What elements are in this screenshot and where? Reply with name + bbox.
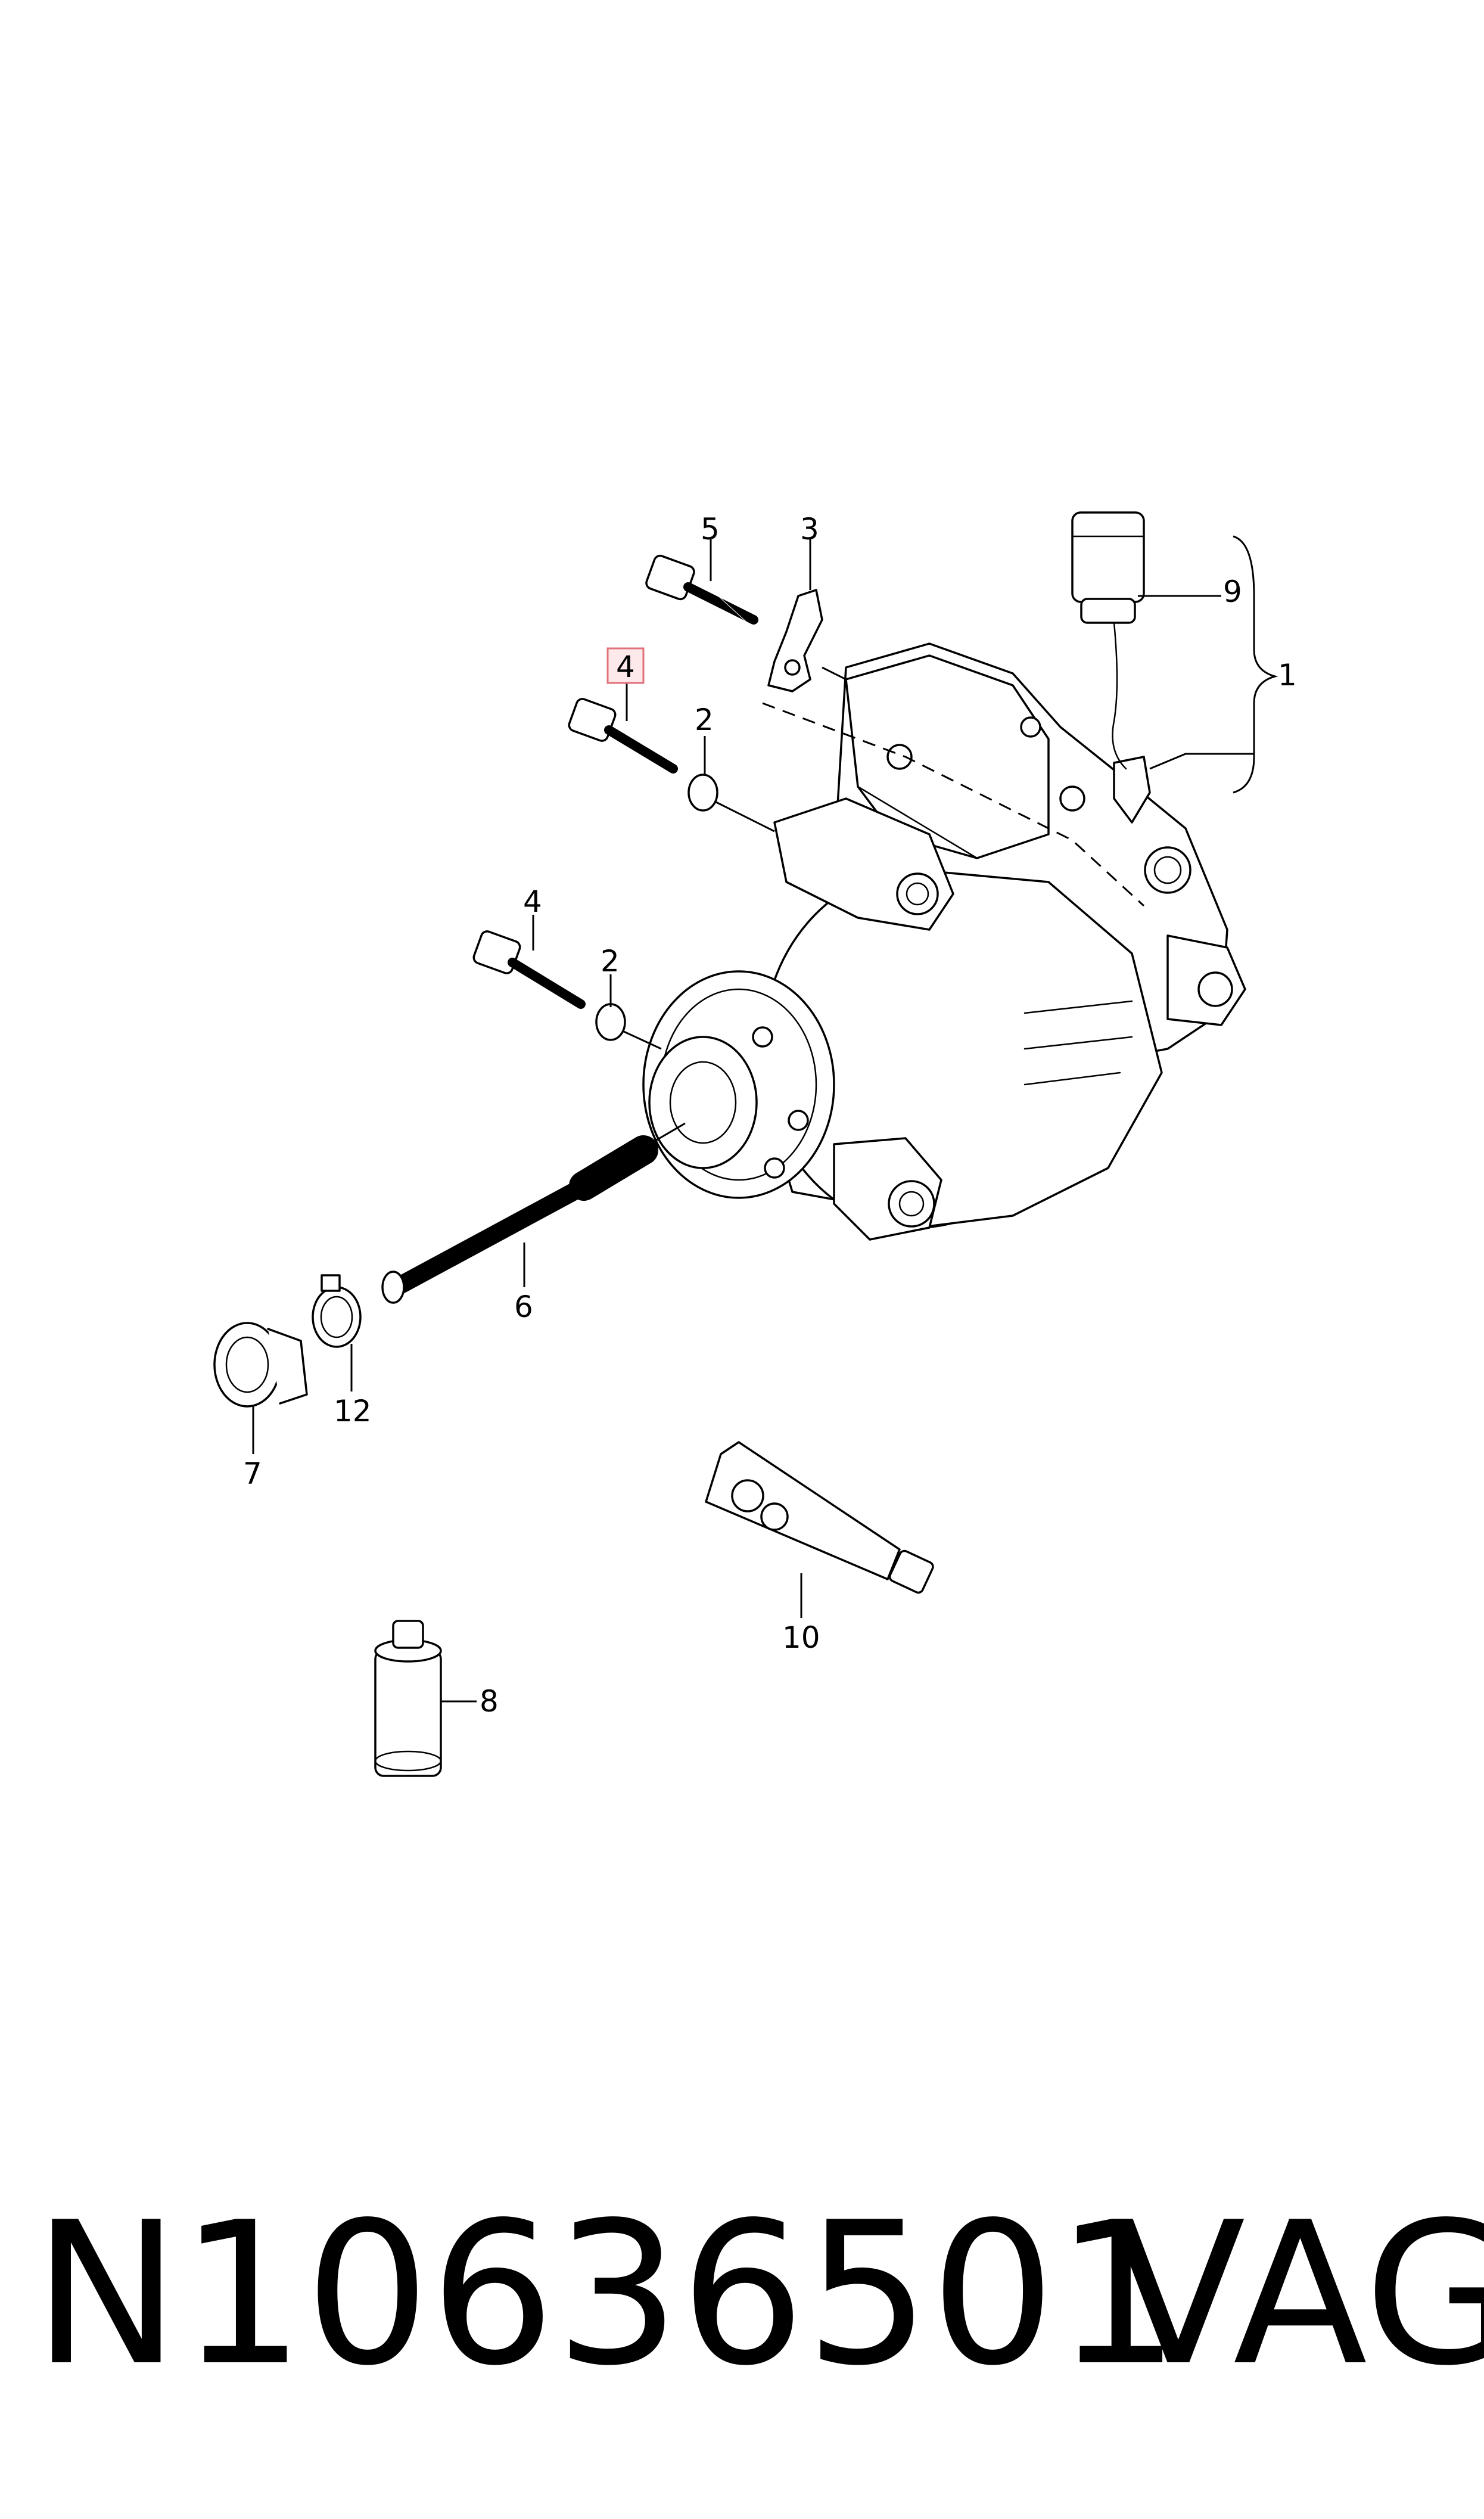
dust-cap [213, 1322, 308, 1408]
bolt-5 [645, 554, 758, 626]
callout-4-lower: 4 [523, 884, 542, 919]
bushing-2-upper [687, 774, 775, 833]
leader-lines [252, 535, 1278, 1703]
bolt-4-lower [472, 930, 586, 1009]
callout-10: 10 [782, 1620, 820, 1655]
callout-7: 7 [243, 1456, 262, 1491]
callout-2-upper: 2 [695, 703, 714, 737]
bolt-4-upper [568, 698, 678, 774]
callout-1: 1 [1278, 658, 1297, 692]
electrical-connector [1071, 511, 1145, 770]
grease-tube [705, 1441, 934, 1594]
mounting-bracket [767, 589, 847, 692]
callout-9: 9 [1223, 574, 1242, 609]
part-caption: N10636501 VAG [33, 2169, 1484, 2419]
callout-5: 5 [701, 512, 720, 546]
callout-8: 8 [480, 1684, 499, 1719]
callout-labels: 5 3 9 1 4 2 4 2 6 12 7 8 10 [243, 512, 1297, 1719]
oil-can [374, 1620, 442, 1777]
part-number: N10636501 [33, 2180, 1181, 2409]
retaining-clip [312, 1274, 362, 1348]
drive-shaft [381, 1122, 686, 1304]
brand-name: VAG [1111, 2180, 1484, 2409]
ac-compressor [642, 642, 1246, 1241]
callout-4-upper: 4 [616, 650, 635, 684]
callout-2-lower: 2 [601, 944, 620, 979]
callout-4-highlight [606, 647, 645, 684]
callout-3: 3 [800, 512, 819, 546]
callout-12: 12 [334, 1394, 372, 1428]
callout-6: 6 [514, 1290, 533, 1324]
